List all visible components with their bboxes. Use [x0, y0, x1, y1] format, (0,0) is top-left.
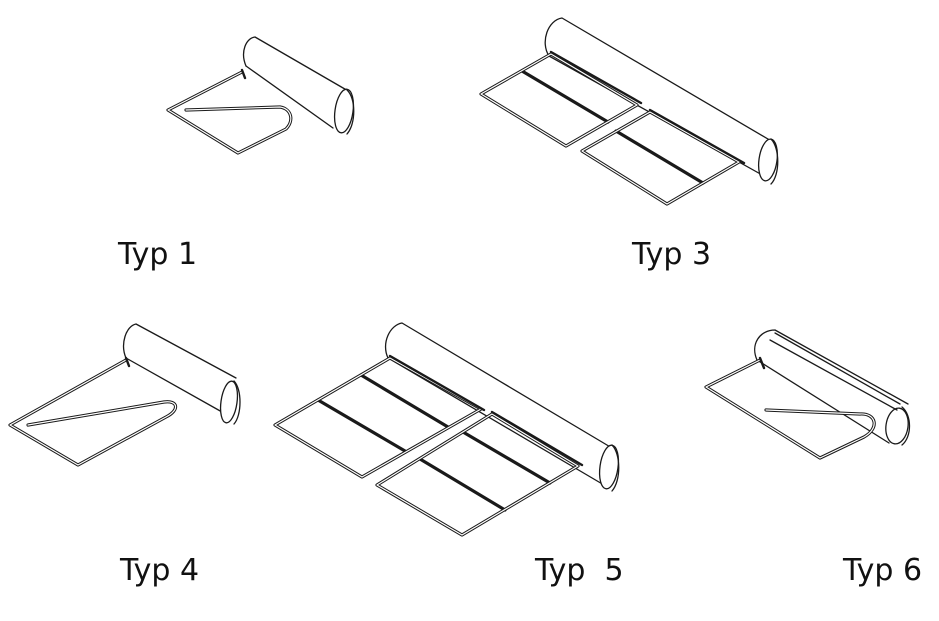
typ-3-figure — [479, 17, 779, 206]
typ-3-label: Typ 3 — [631, 237, 711, 272]
typ-6-label: Typ 6 — [842, 553, 922, 588]
typ-1-figure — [166, 36, 355, 155]
typ-4-figure — [8, 323, 241, 467]
typ-5-label: Typ 5 — [534, 553, 624, 588]
typ-1-label: Typ 1 — [117, 237, 197, 272]
typ-4-label: Typ 4 — [119, 553, 199, 588]
typ-5-figure — [273, 322, 620, 537]
typ-6-figure — [704, 329, 911, 460]
